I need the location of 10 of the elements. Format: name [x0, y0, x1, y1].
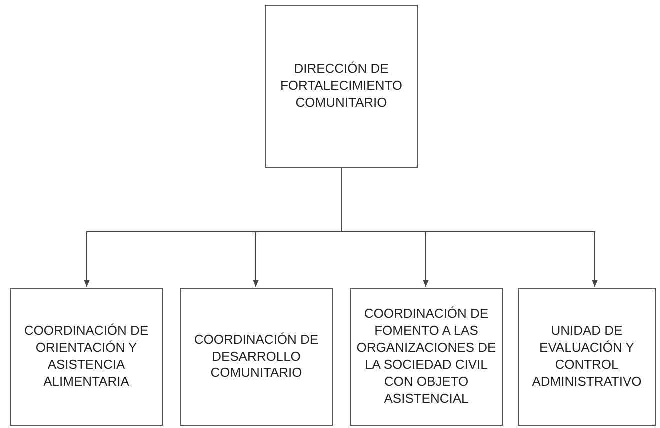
unit-name: COORDINACIÓN DE ORIENTACIÓN Y ASISTENCIA ALIMENTARIA — [23, 323, 150, 391]
org-unit-box — [180, 288, 333, 426]
unit-name: COORDINACIÓN DE DESARROLLO COMUNITARIO — [193, 332, 320, 382]
unit-name: COORDINACIÓN DE FOMENTO A LAS ORGANIZACIONES DE LA SOCIEDAD CIVIL CON OBJETO ASISTENCIAL — [356, 306, 498, 408]
unit-name: DIRECCIÓN DE FORTALECIMIENTO COMUNITARIO — [279, 61, 404, 112]
unit-name: UNIDAD DE EVALUACIÓN Y CONTROL ADMINISTRATIVO — [531, 323, 643, 391]
org-unit-box — [350, 288, 503, 426]
org-unit-box — [10, 288, 163, 426]
org-unit-box — [518, 288, 656, 426]
org-unit-box — [265, 5, 418, 168]
